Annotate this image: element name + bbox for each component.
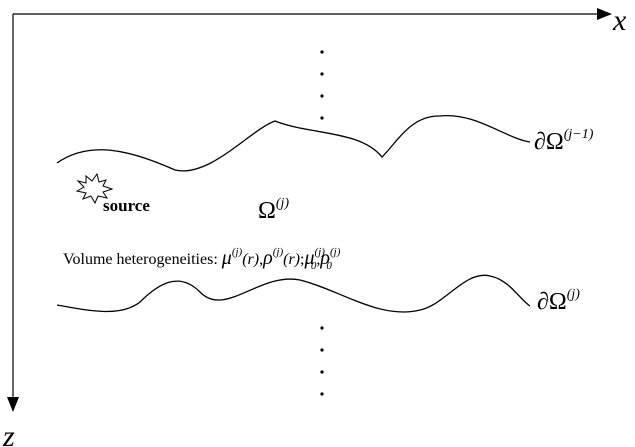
- ellipsis-top: [320, 50, 324, 120]
- lower-boundary-superscript: (j): [567, 287, 581, 302]
- x-axis-arrowhead: [597, 8, 612, 20]
- layer-label: Ω(j): [258, 196, 289, 224]
- z-axis-label: z: [2, 420, 15, 447]
- x-axis-label: x: [612, 4, 627, 37]
- upper-boundary-superscript: (j−1): [564, 127, 594, 142]
- upper-boundary-curve: [56, 114, 531, 172]
- source-burst-icon: [75, 172, 114, 205]
- lower-boundary-label: ∂Ω(j): [537, 287, 580, 315]
- lower-boundary-curve: [56, 274, 531, 313]
- layer-superscript: (j): [276, 196, 290, 211]
- upper-boundary-label: ∂Ω(j−1): [534, 127, 594, 155]
- volume-heterogeneities-label: Volume heterogeneities: μ(j)(r),ρ(j)(r);…: [63, 246, 341, 272]
- source-label: source: [103, 196, 150, 215]
- ellipsis-bottom: [320, 326, 324, 396]
- z-axis-arrowhead: [7, 397, 19, 412]
